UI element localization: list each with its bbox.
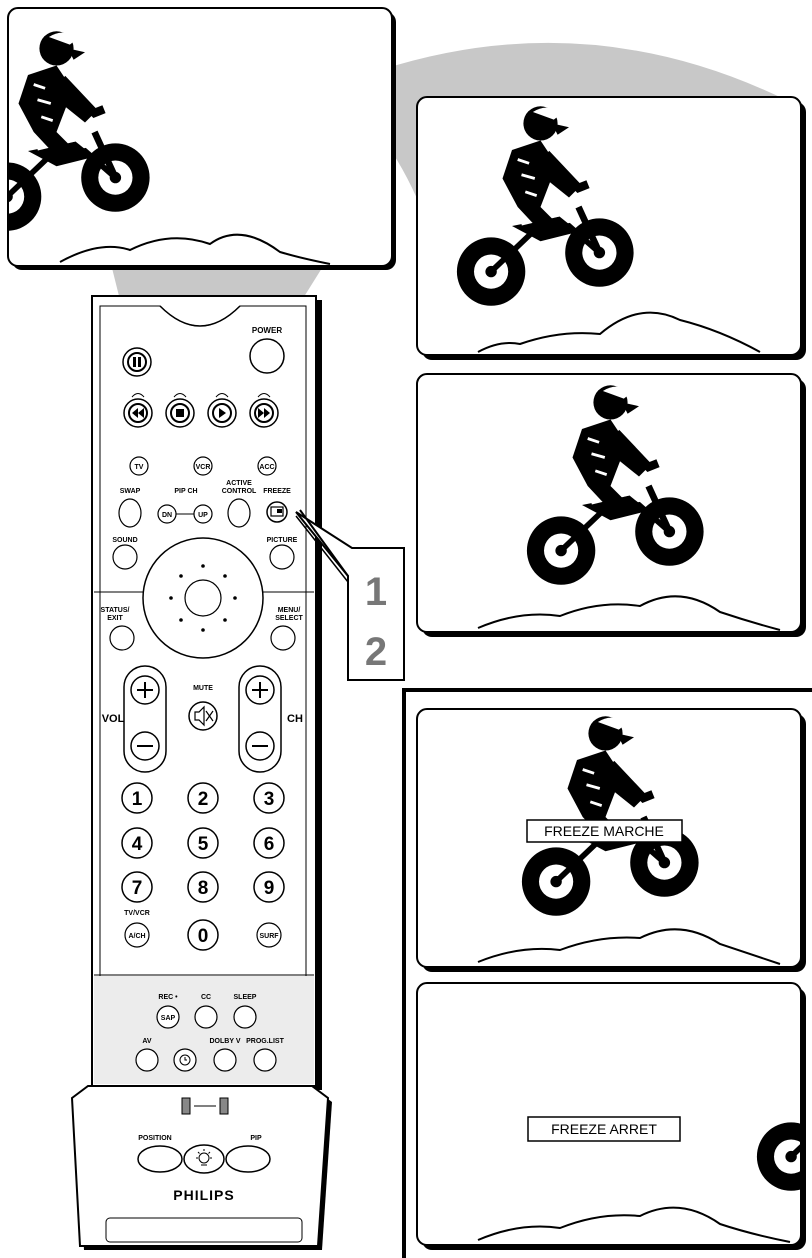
remote-bottom-panel: POSITION PIP PHILIPS — [72, 1086, 332, 1250]
digit-5-label: 5 — [198, 834, 209, 855]
pause-icon — [133, 357, 136, 367]
power-button[interactable] — [250, 339, 284, 373]
ach-label: A/CH — [128, 933, 145, 940]
volume-rocker[interactable] — [124, 666, 166, 772]
menu-select-button[interactable] — [271, 626, 295, 650]
swap-label: SWAP — [120, 488, 141, 495]
dolby-label: DOLBY V — [210, 1038, 241, 1045]
status-label-2: EXIT — [107, 615, 123, 622]
active-control-button[interactable] — [228, 499, 250, 527]
remote-control: POWER — [92, 296, 322, 1090]
fast-forward-button[interactable] — [250, 399, 278, 427]
menu-label-1: MENU/ — [278, 607, 301, 614]
stop-icon — [176, 409, 184, 417]
active-control-label-1: ACTIVE — [226, 480, 252, 487]
brand-logo: PHILIPS — [173, 1187, 234, 1203]
screen-freeze-on: FREEZE MARCHE — [417, 709, 806, 972]
position-button[interactable] — [138, 1146, 182, 1172]
rec-label: REC • — [158, 994, 178, 1001]
play-button[interactable] — [208, 399, 236, 427]
power-label: POWER — [252, 326, 282, 335]
sound-button[interactable] — [113, 545, 137, 569]
sap-label: SAP — [161, 1015, 176, 1022]
status-label-1: STATUS/ — [101, 607, 130, 614]
sleep-label: SLEEP — [234, 994, 257, 1001]
digit-4-label: 4 — [132, 834, 143, 855]
sleep-button[interactable] — [234, 1006, 256, 1028]
prog-list-button[interactable] — [254, 1049, 276, 1071]
digit-2-label: 2 — [198, 789, 209, 810]
screen-top-left — [0, 8, 396, 270]
position-label: POSITION — [138, 1135, 171, 1142]
light-button[interactable] — [184, 1145, 224, 1173]
active-control-label-2: CONTROL — [222, 488, 257, 495]
pip-label: PIP — [250, 1135, 262, 1142]
digit-9-label: 9 — [264, 878, 275, 899]
digit-6-label: 6 — [264, 834, 275, 855]
tvvcr-label: TV/VCR — [124, 910, 150, 917]
freeze-button[interactable] — [267, 502, 287, 522]
cc-label: CC — [201, 994, 211, 1001]
acc-label: ACC — [259, 464, 274, 471]
up-label: UP — [198, 512, 208, 519]
clock-button[interactable] — [174, 1049, 196, 1071]
menu-label-2: SELECT — [275, 615, 303, 622]
mute-label: MUTE — [193, 685, 213, 692]
ch-label: CH — [287, 713, 303, 725]
screen-right-2 — [417, 374, 806, 637]
dolby-v-button[interactable] — [214, 1049, 236, 1071]
picture-button[interactable] — [270, 545, 294, 569]
pause-button[interactable] — [123, 348, 151, 376]
screen-right-1 — [417, 97, 806, 360]
step-1: 1 — [365, 570, 387, 614]
av-button[interactable] — [136, 1049, 158, 1071]
digit-1-label: 1 — [132, 789, 143, 810]
step-2: 2 — [365, 630, 387, 674]
digit-3-label: 3 — [264, 789, 275, 810]
dn-label: DN — [162, 512, 172, 519]
pip-ch-label: PIP CH — [174, 488, 197, 495]
stop-button[interactable] — [166, 399, 194, 427]
digit-0-label: 0 — [198, 926, 209, 947]
picture-label: PICTURE — [267, 537, 298, 544]
channel-rocker[interactable] — [239, 666, 281, 772]
osd-freeze-off: FREEZE ARRET — [551, 1121, 657, 1137]
surf-label: SURF — [259, 933, 279, 940]
cc-button[interactable] — [195, 1006, 217, 1028]
cursor-ok-button — [185, 580, 221, 616]
vcr-label: VCR — [196, 464, 211, 471]
digit-7-label: 7 — [132, 878, 143, 899]
vol-label: VOL — [102, 713, 125, 725]
av-label: AV — [142, 1038, 152, 1045]
tv-label: TV — [135, 464, 144, 471]
proglist-label: PROG.LIST — [246, 1038, 284, 1045]
freeze-label: FREEZE — [263, 488, 291, 495]
status-exit-button[interactable] — [110, 626, 134, 650]
pip-button[interactable] — [226, 1146, 270, 1172]
rewind-button[interactable] — [124, 399, 152, 427]
swap-button[interactable] — [119, 499, 141, 527]
mute-button[interactable] — [189, 702, 217, 730]
osd-freeze-on: FREEZE MARCHE — [544, 823, 664, 839]
cursor-pad[interactable] — [143, 538, 263, 658]
screen-freeze-off: FREEZE ARRET — [417, 983, 812, 1250]
digit-8-label: 8 — [198, 878, 209, 899]
sound-label: SOUND — [112, 537, 137, 544]
